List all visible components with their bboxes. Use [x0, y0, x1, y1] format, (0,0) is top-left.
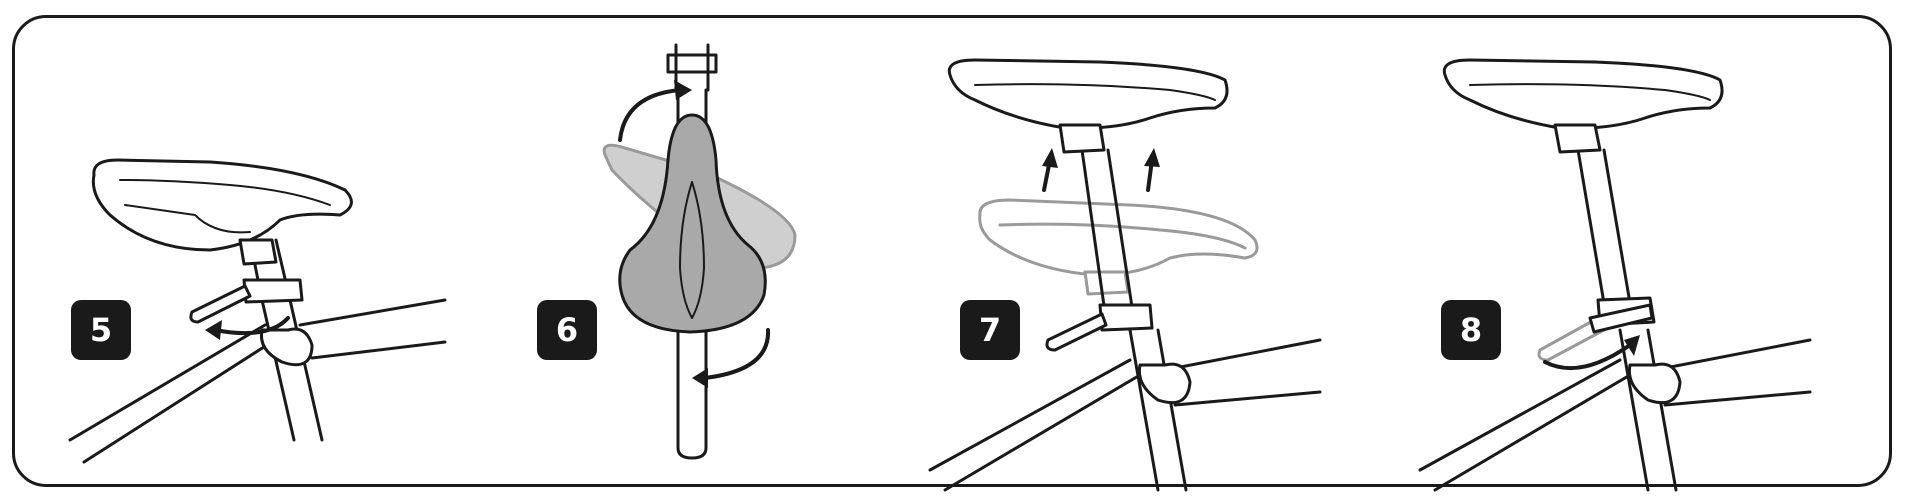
step-badge-6: 6: [537, 300, 597, 360]
seat-post-6: [676, 88, 708, 460]
ghost-lever-8: [1537, 316, 1606, 362]
post-top-clamp: [666, 53, 718, 74]
step-badge-5: 5: [71, 300, 131, 360]
seat-post-7: [1080, 148, 1136, 322]
close-arrow-icon: [1543, 343, 1632, 371]
step-5-illustration: [68, 158, 447, 464]
saddle-raised: [947, 58, 1229, 130]
step-number: 8: [1459, 311, 1483, 349]
top-tube-8: [1653, 338, 1812, 407]
down-tube-8: [1418, 358, 1632, 492]
rotate-arrow-icon: [213, 316, 290, 336]
quick-release-lever: [189, 284, 252, 324]
ghost-saddle-7: [978, 198, 1259, 277]
saddle-detail: [119, 179, 331, 234]
seat-tube: [260, 298, 324, 442]
seat-post-8: [1576, 148, 1634, 317]
saddle-final: [1442, 58, 1724, 130]
rotate-arrow-top-icon: [618, 88, 682, 142]
top-tube-7: [1163, 338, 1322, 407]
down-tube-7: [928, 358, 1142, 492]
step-number: 6: [555, 311, 579, 349]
saddle-top-view: [618, 113, 767, 334]
frame-joint: [259, 327, 314, 367]
lever-7: [1045, 312, 1108, 352]
step-7-illustration: [928, 58, 1322, 492]
step-badge-8: 8: [1441, 300, 1501, 360]
arrow-head-icon: [205, 320, 222, 340]
step-number: 7: [978, 311, 1002, 349]
seat-clamp-7: [1098, 303, 1154, 332]
seat-tube-7: [1128, 328, 1188, 492]
rotate-arrow-bottom-icon: [703, 328, 771, 380]
saddle-rail-clamp: [238, 238, 278, 266]
step-8-illustration: [1418, 58, 1812, 492]
down-tube: [68, 323, 280, 464]
seat-tube-8: [1618, 328, 1678, 492]
step-badge-7: 7: [960, 300, 1020, 360]
top-tube: [298, 298, 447, 360]
step-number: 5: [89, 311, 113, 349]
lever-closed-8: [1588, 303, 1654, 334]
saddle: [91, 158, 353, 252]
seat-clamp: [242, 278, 304, 304]
step-6-illustration: [602, 43, 797, 460]
saddle-center-groove: [679, 181, 705, 319]
